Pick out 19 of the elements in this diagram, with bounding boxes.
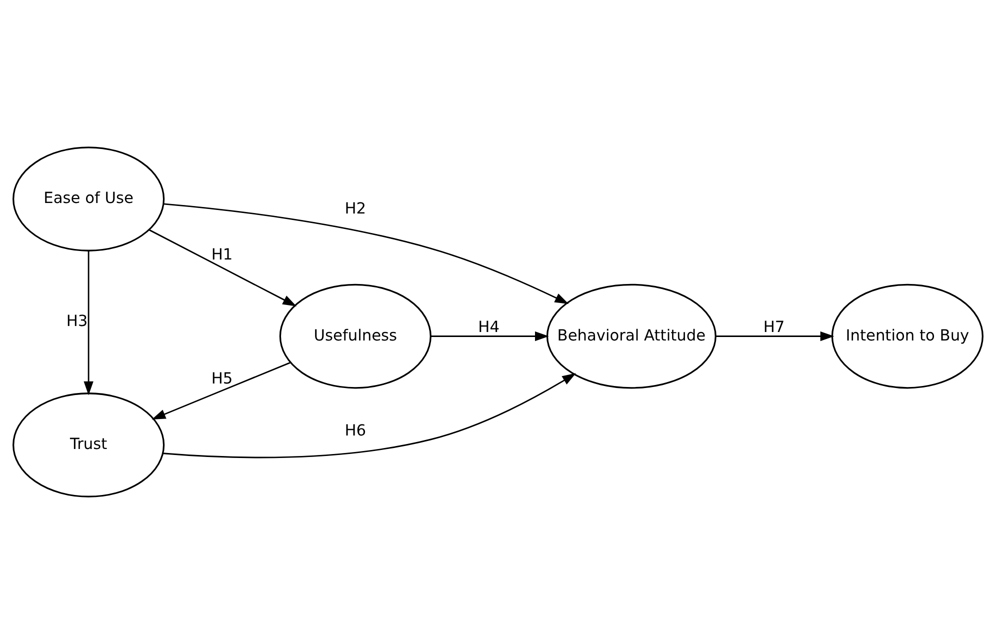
arrow (148, 228, 297, 306)
edge-label: H6 (344, 420, 366, 439)
arrow (430, 330, 549, 341)
arrow (164, 202, 569, 304)
edge-label: H1 (211, 245, 233, 264)
node-ellipse: Intention to Buy (831, 283, 984, 388)
arrow (163, 372, 576, 458)
node-ellipse: Ease of Use (12, 146, 165, 251)
arrow (716, 330, 834, 341)
edge-label: H3 (66, 312, 88, 330)
arrow (84, 250, 94, 395)
edge-label: H2 (344, 199, 366, 217)
node-ellipse: Trust (12, 392, 165, 497)
edge-label: H7 (763, 318, 785, 336)
arrow (152, 361, 291, 419)
edge-label: H5 (211, 369, 233, 388)
node-ellipse: Usefulness (279, 283, 432, 388)
node-ellipse: Behavioral Attitude (546, 283, 716, 388)
edge-label: H4 (478, 318, 500, 336)
